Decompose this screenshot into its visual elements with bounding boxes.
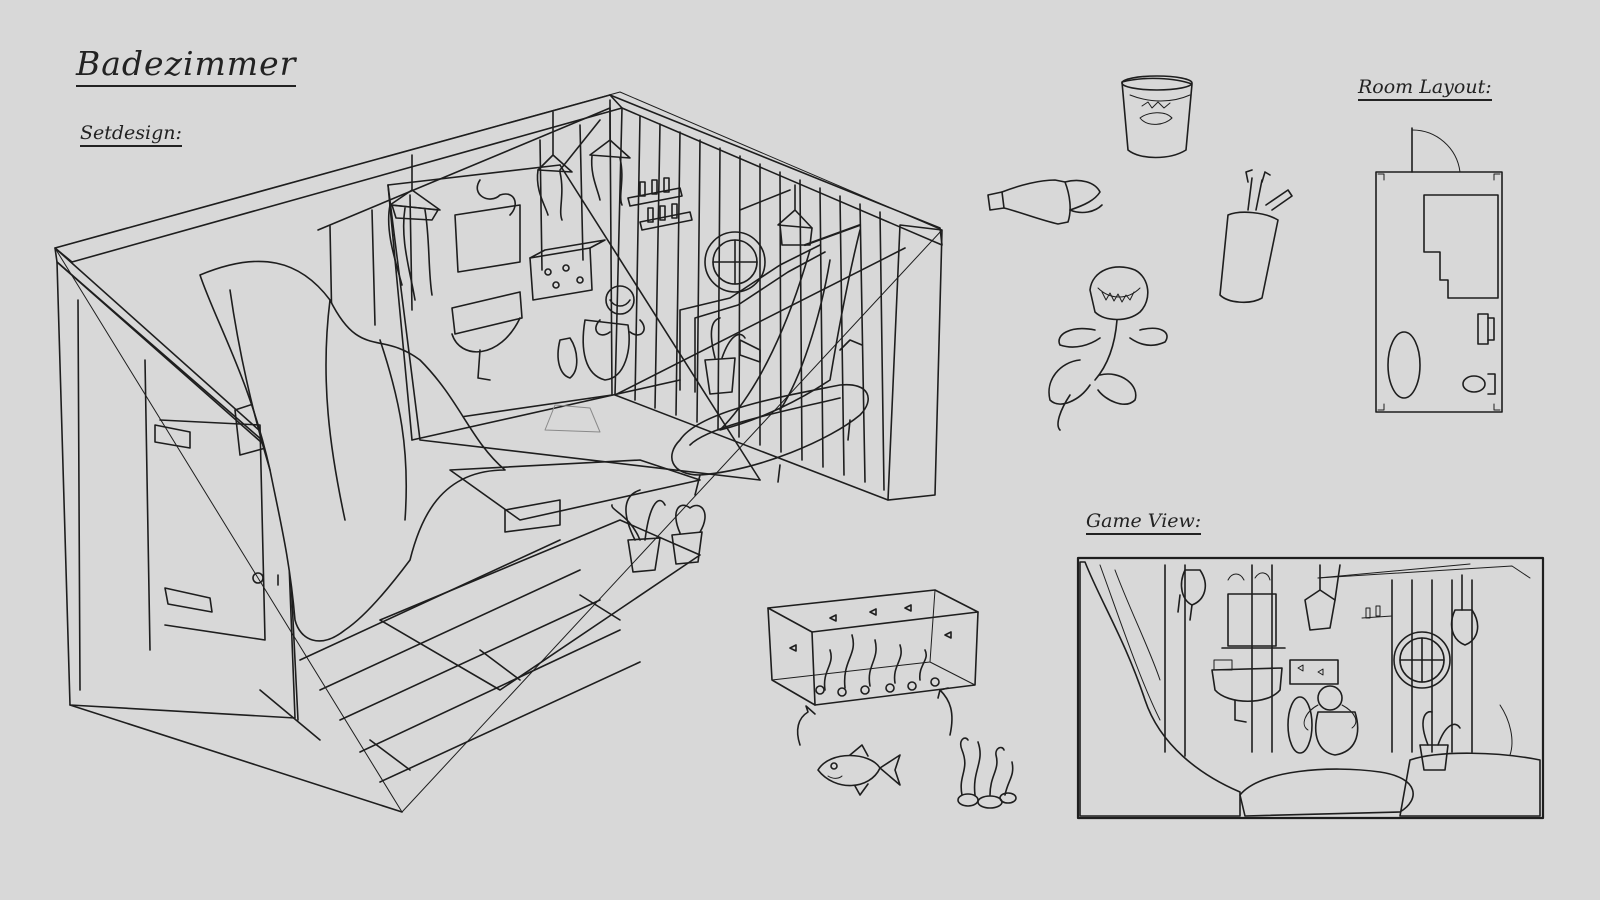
label-room-layout: Room Layout:	[1358, 76, 1492, 101]
piranha-plant-sketch	[1048, 266, 1168, 431]
toothbrush-holder-sketch	[1219, 169, 1293, 304]
fish-prop-sketch	[817, 744, 901, 796]
seaweed-prop-sketch	[957, 737, 1017, 809]
isometric-room-sketch	[54, 91, 943, 813]
room-layout-plan	[1375, 127, 1503, 413]
aquarium-prop-sketch	[767, 589, 979, 746]
cup-prop-sketch	[1121, 75, 1193, 159]
label-set-design: Setdesign:	[80, 122, 182, 147]
label-game-view: Game View:	[1086, 510, 1202, 535]
sheet-title: Badezimmer	[76, 44, 297, 87]
game-view-sketch	[1076, 556, 1545, 820]
toothpaste-prop-sketch	[987, 179, 1103, 225]
